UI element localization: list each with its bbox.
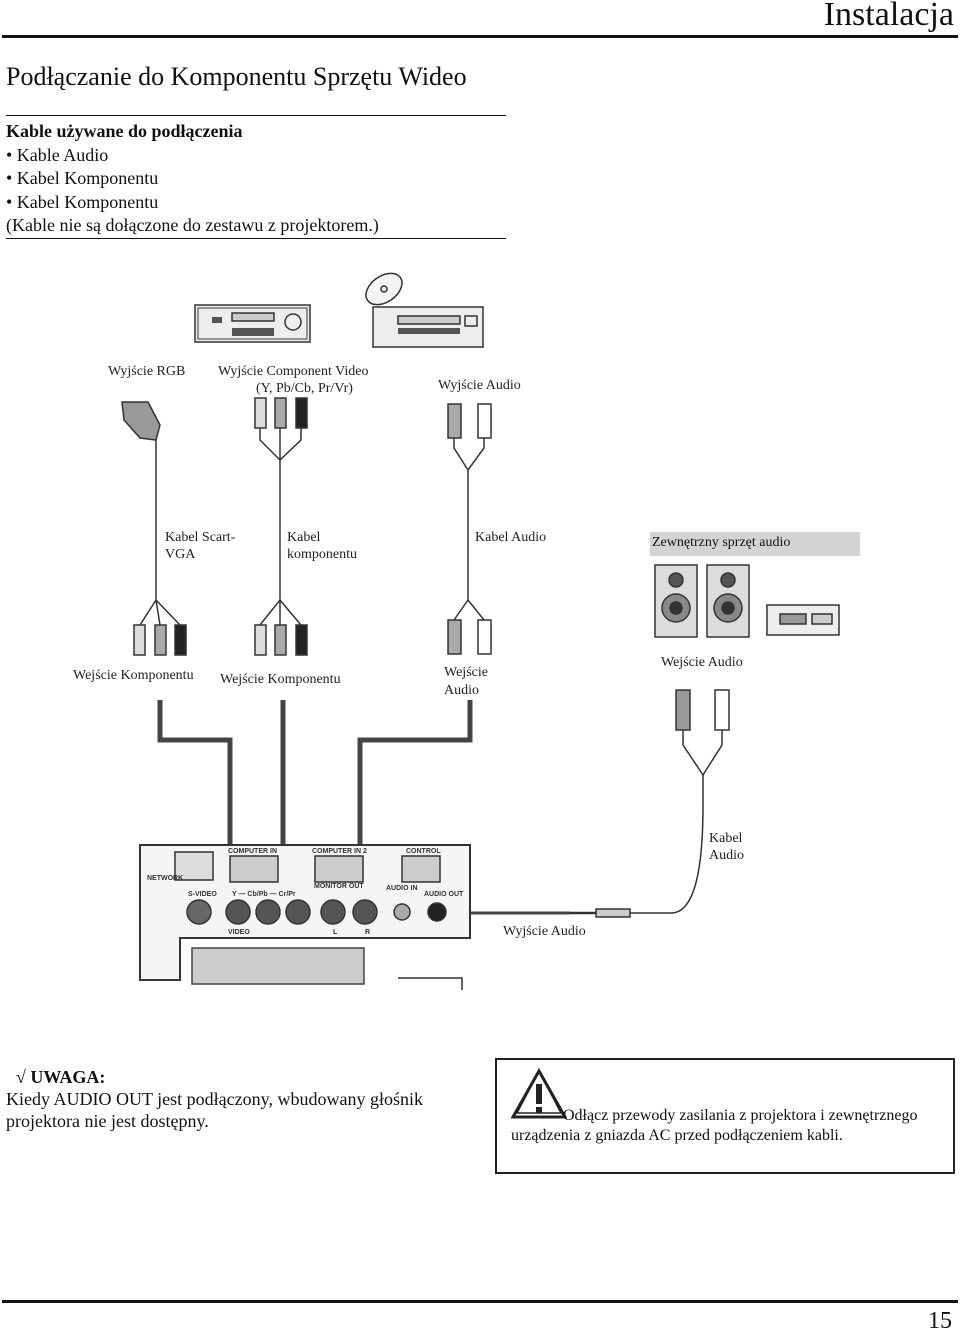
- panel-label-component: Y — Cb/Pb — Cr/Pr: [232, 891, 296, 898]
- label-scart-cable-vga: VGA: [165, 547, 196, 562]
- audio-cable-right-icon: [570, 689, 730, 918]
- section-title: Podłączanie do Komponentu Sprzętu Wideo: [6, 62, 467, 91]
- label-scart-cable: Kabel Scart-: [165, 530, 236, 545]
- label-component-output-signals: (Y, Pb/Cb, Pr/Vr): [256, 381, 353, 396]
- speaker-icon: [654, 564, 698, 638]
- cable-item: • Kabel Komponentu: [6, 191, 159, 212]
- panel-label-svideo: S-VIDEO: [188, 891, 217, 898]
- panel-label-audio-in: AUDIO IN: [386, 885, 418, 892]
- cable-item: • Kabel Komponentu: [6, 168, 159, 188]
- audio-cable-top-icon: [447, 403, 492, 590]
- label-audio-cable-right-2: Audio: [709, 848, 744, 863]
- label-audio-input: Wejście: [444, 665, 488, 680]
- panel-label-monitor-out: MONITOR OUT: [314, 883, 364, 890]
- cables-list-box: Kable używane do podłączenia • Kable Aud…: [6, 115, 506, 239]
- component-cable-top-icon: [254, 397, 308, 590]
- connection-diagram: COMPUTER IN COMPUTER IN 2 CONTROL NETWOR…: [121, 272, 840, 990]
- footer-divider: [2, 1300, 958, 1303]
- note-title: √ UWAGA:: [16, 1067, 106, 1087]
- label-component-cable: Kabel: [287, 530, 321, 545]
- panel-label-computer-in: COMPUTER IN: [228, 848, 277, 855]
- warning-triangle-icon: [511, 1068, 567, 1119]
- page-number: 15: [928, 1308, 952, 1334]
- warning-box: Odłącz przewody zasilania z projektora i…: [495, 1058, 955, 1174]
- label-component-output: Wyjście Component Video: [218, 364, 369, 379]
- scart-plug-icon: [121, 401, 161, 590]
- cables-note: (Kable nie są dołączone do zestawu z pro…: [6, 215, 379, 235]
- projector-panel-icon: [139, 844, 471, 990]
- cable-item: • Kable Audio: [6, 144, 109, 165]
- label-audio-cable-right: Kabel: [709, 831, 743, 846]
- label-audio-input-2: Audio: [444, 683, 479, 698]
- label-component-input-2: Wejście Komponentu: [220, 672, 341, 687]
- panel-label-computer-in-2: COMPUTER IN 2: [312, 848, 367, 855]
- video-source-device-icon: [194, 304, 311, 343]
- header-divider: [2, 35, 958, 38]
- label-rgb-output: Wyjście RGB: [108, 364, 186, 379]
- label-audio-output-bottom: Wyjście Audio: [503, 924, 586, 939]
- panel-label-audio-out: AUDIO OUT: [424, 891, 464, 898]
- label-component-input-1: Wejście Komponentu: [73, 668, 194, 683]
- panel-label-left: L: [333, 929, 338, 936]
- warning-text: Odłącz przewody zasilania z projektora i…: [511, 1107, 918, 1144]
- label-component-cable-2: komponentu: [287, 547, 357, 562]
- panel-label-control: CONTROL: [406, 848, 441, 855]
- label-audio-input-right: Wejście Audio: [661, 655, 743, 670]
- note-box: √ UWAGA: Kiedy AUDIO OUT jest podłączony…: [6, 1066, 446, 1132]
- panel-label-video: VIDEO: [228, 929, 250, 936]
- cables-heading: Kable używane do podłączenia: [6, 121, 243, 141]
- speaker-icon: [706, 564, 750, 638]
- note-text: Kiedy AUDIO OUT jest podłączony, wbudowa…: [6, 1089, 423, 1131]
- label-external-audio: Zewnętrzny sprzęt audio: [650, 532, 860, 556]
- panel-label-right: R: [365, 929, 370, 936]
- dvd-player-icon: [365, 272, 484, 348]
- label-audio-cable-mid: Kabel Audio: [475, 530, 547, 545]
- label-audio-output-top: Wyjście Audio: [438, 378, 521, 393]
- page-header-title: Instalacja: [823, 0, 954, 33]
- panel-label-network: NETWORK: [147, 875, 183, 882]
- audio-amplifier-icon: [766, 604, 840, 636]
